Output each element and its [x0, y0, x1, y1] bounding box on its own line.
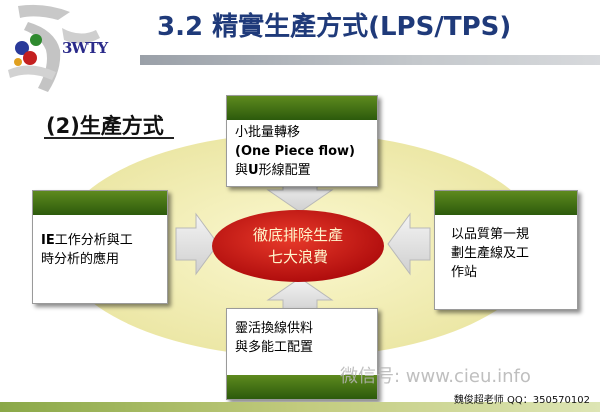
- box-bottom: 靈活換線供料 與多能工配置: [226, 308, 378, 400]
- footer-credit: 魏俊超老师 QQ：350570102: [453, 395, 590, 406]
- box-right: 以品質第一規 劃生產線及工 作站: [434, 190, 578, 310]
- box-top: 小批量轉移 (One Piece flow) 與U形線配置: [226, 95, 378, 187]
- box-left-line1a: IE: [41, 233, 55, 248]
- box-top-line2: (One Piece flow): [235, 144, 355, 159]
- arrow-from-left: [175, 212, 219, 276]
- box-bottom-line2: 與多能工配置: [235, 340, 314, 355]
- box-top-line1: 小批量轉移: [235, 125, 301, 140]
- box-right-line2: 劃生產線及工: [451, 246, 530, 261]
- box-right-line3: 作站: [451, 265, 478, 280]
- box-left-line2: 時分析的應用: [41, 252, 120, 267]
- core-ellipse: [212, 210, 384, 282]
- core-goal: 徹底排除生產 七大浪費: [214, 224, 382, 268]
- box-bottom-line1: 靈活換線供料: [235, 321, 314, 336]
- logo-text: 3WTY: [62, 39, 108, 57]
- box-left-line1b: 工作分析與工: [54, 233, 133, 248]
- box-right-line1: 以品質第一規: [451, 227, 530, 242]
- box-top-line3c: 形線配置: [258, 163, 311, 178]
- box-left: IE工作分析與工 時分析的應用: [32, 190, 168, 304]
- box-bottom-footer: [227, 375, 377, 399]
- logo-graphic: [8, 4, 100, 92]
- bottom-bar: [0, 402, 600, 412]
- company-logo: 3WTY: [0, 0, 150, 100]
- box-right-header: [435, 191, 577, 215]
- section-underline: [44, 137, 174, 139]
- core-goal-line2: 七大浪費: [267, 248, 328, 266]
- page-title: 3.2 精實生產方式(LPS/TPS): [157, 12, 512, 42]
- box-top-line3b: U: [248, 163, 259, 178]
- core-goal-line1: 徹底排除生產: [252, 226, 343, 244]
- wechat-watermark: 微信号: www.cieu.info: [340, 366, 531, 387]
- box-top-header: [227, 96, 377, 120]
- title-divider: [140, 55, 600, 65]
- box-top-line3a: 與: [235, 163, 249, 178]
- arrow-from-right: [387, 212, 431, 276]
- box-left-header: [33, 191, 167, 215]
- section-heading: (2)生產方式: [46, 114, 164, 138]
